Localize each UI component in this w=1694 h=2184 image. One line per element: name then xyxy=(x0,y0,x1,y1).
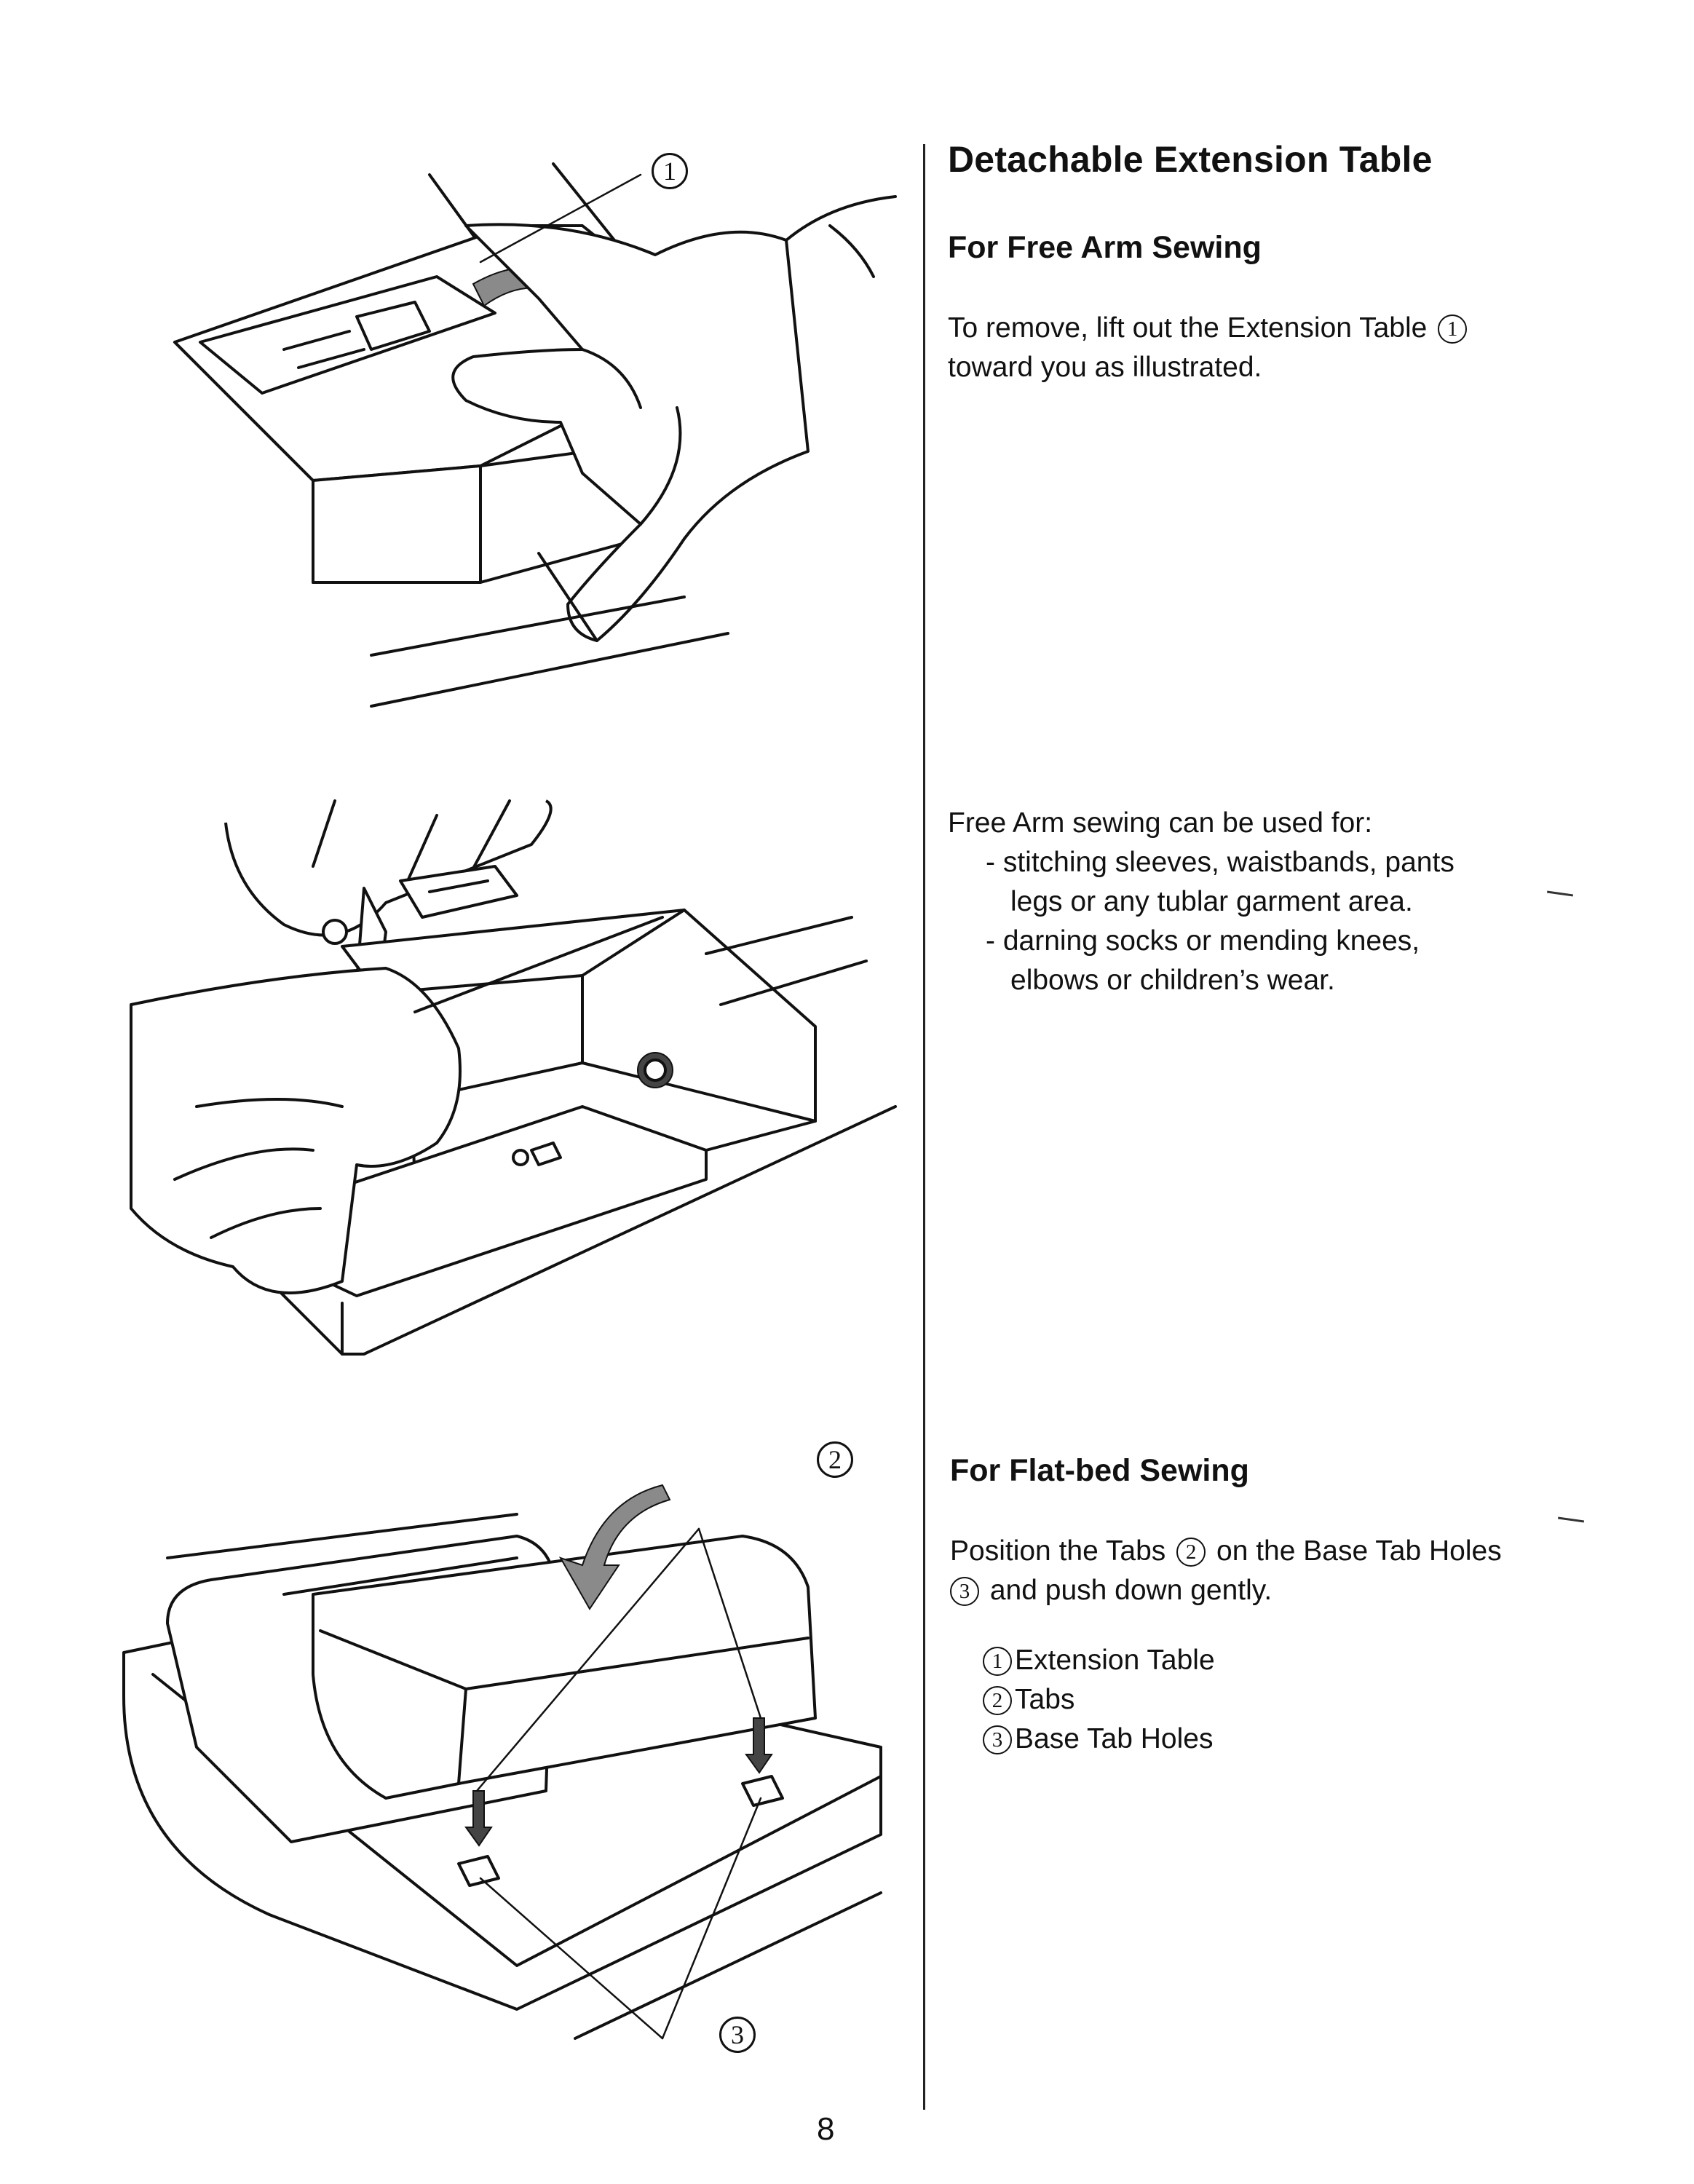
figure-free-arm-sewing xyxy=(130,799,897,1356)
inline-callout-2: 2 xyxy=(1176,1538,1206,1567)
figure-remove-extension-table xyxy=(173,162,897,708)
column-divider xyxy=(923,144,925,2110)
use-item: - stitching sleeves, waistbands, pants xyxy=(986,847,1454,878)
legend-label: Extension Table xyxy=(1015,1645,1215,1676)
page-number: 8 xyxy=(817,2111,835,2147)
fig3-callout-2-tabs: 2 xyxy=(817,1441,853,1478)
section-title: Detachable Extension Table xyxy=(948,139,1433,180)
remove-text: To remove, lift out the Extension Table xyxy=(948,312,1428,344)
uses-intro: Free Arm sewing can be used for: xyxy=(948,807,1373,839)
legend-number: 2 xyxy=(983,1686,1012,1715)
free-arm-uses-list: Free Arm sewing can be used for: - stitc… xyxy=(948,804,1603,1000)
legend-number: 3 xyxy=(983,1725,1012,1754)
free-arm-heading: For Free Arm Sewing xyxy=(948,230,1262,265)
figure-flat-bed-sewing xyxy=(122,1484,882,2040)
flat-bed-text-a: Position the Tabs xyxy=(950,1535,1166,1567)
legend-label: Base Tab Holes xyxy=(1015,1723,1214,1754)
use-item: - darning socks or mending knees, xyxy=(986,925,1420,957)
use-item: elbows or children’s wear. xyxy=(1010,965,1335,996)
flat-bed-text-b: on the Base Tab Holes xyxy=(1216,1535,1502,1567)
inline-callout-1: 1 xyxy=(1438,314,1468,344)
fig3-callout-3-holes: 3 xyxy=(719,2017,756,2053)
margin-mark xyxy=(1557,1516,1585,1523)
inline-callout-3: 3 xyxy=(950,1577,979,1606)
use-item: legs or any tublar garment area. xyxy=(1010,886,1413,917)
remove-text-2: toward you as illustrated. xyxy=(948,352,1262,383)
free-arm-remove-paragraph: To remove, lift out the Extension Table … xyxy=(948,309,1603,387)
flat-bed-text-c: and push down gently. xyxy=(989,1575,1273,1606)
flat-bed-paragraph: Position the Tabs 2 on the Base Tab Hole… xyxy=(950,1532,1620,1610)
legend-label: Tabs xyxy=(1015,1684,1075,1715)
fig1-callout-1: 1 xyxy=(652,153,688,189)
legend-number: 1 xyxy=(983,1647,1012,1676)
flat-bed-heading: For Flat-bed Sewing xyxy=(950,1453,1249,1488)
